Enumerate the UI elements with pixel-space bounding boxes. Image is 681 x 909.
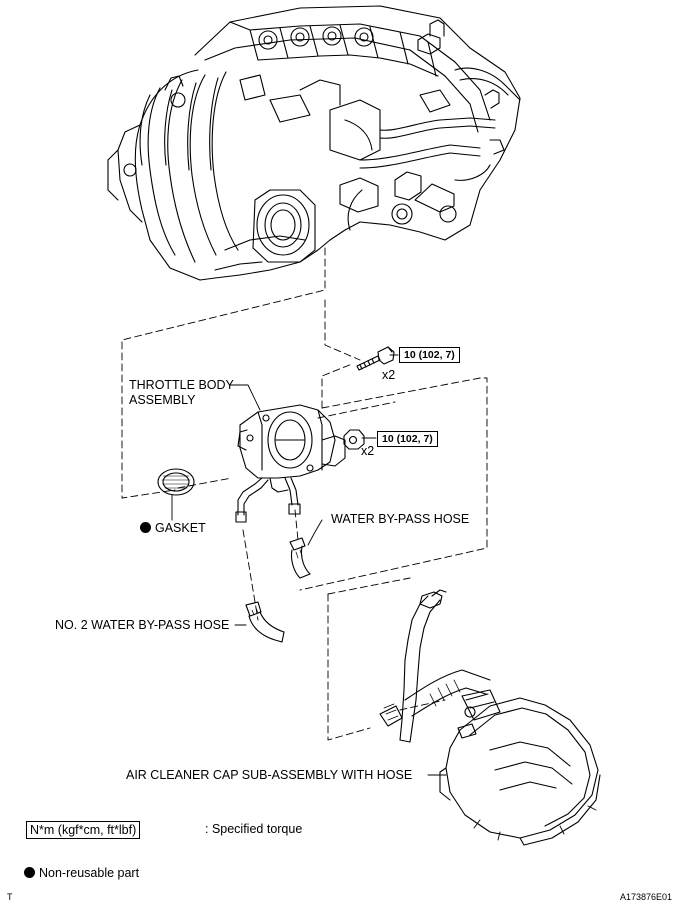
nut-quantity: x2 — [361, 444, 375, 458]
legend-dot-icon — [24, 867, 35, 878]
no2-water-bypass-hose-label: NO. 2 WATER BY-PASS HOSE — [55, 618, 230, 632]
gasket-illustration — [157, 468, 195, 521]
throttle-body-label-line1: THROTTLE BODY — [129, 378, 234, 392]
throttle-body-label-line2: ASSEMBLY — [129, 393, 196, 407]
bolt-torque-box: 10 (102, 7) — [399, 347, 460, 363]
throttle-body-illustration — [235, 404, 346, 523]
water-bypass-hose-label: WATER BY-PASS HOSE — [331, 512, 470, 526]
assembly-guide-lines — [121, 247, 488, 741]
no2-water-bypass-hose-illustration — [245, 601, 285, 643]
air-cleaner-cap-label: AIR CLEANER CAP SUB-ASSEMBLY WITH HOSE — [126, 768, 413, 782]
torque-units-legend-box: N*m (kgf*cm, ft*lbf) — [26, 821, 141, 839]
torque-legend-description: : Specified torque — [205, 822, 303, 836]
bolt-illustration — [356, 346, 395, 371]
footer-mark: T — [7, 892, 13, 902]
gasket-label-text: GASKET — [155, 521, 206, 535]
leader-lines — [229, 354, 447, 776]
nut-illustration — [343, 429, 365, 450]
gasket-label: GASKET — [140, 521, 206, 536]
air-cleaner-cap-illustration — [379, 589, 601, 846]
non-reusable-legend-text: Non-reusable part — [39, 866, 140, 880]
figure-id: A173876E01 — [620, 892, 673, 902]
non-reusable-legend: Non-reusable part — [24, 866, 139, 881]
nut-torque-box: 10 (102, 7) — [377, 431, 438, 447]
engine-illustration — [107, 5, 521, 281]
non-reusable-dot-icon — [140, 522, 151, 533]
water-bypass-hose-illustration — [289, 537, 311, 579]
bolt-quantity: x2 — [382, 368, 396, 382]
